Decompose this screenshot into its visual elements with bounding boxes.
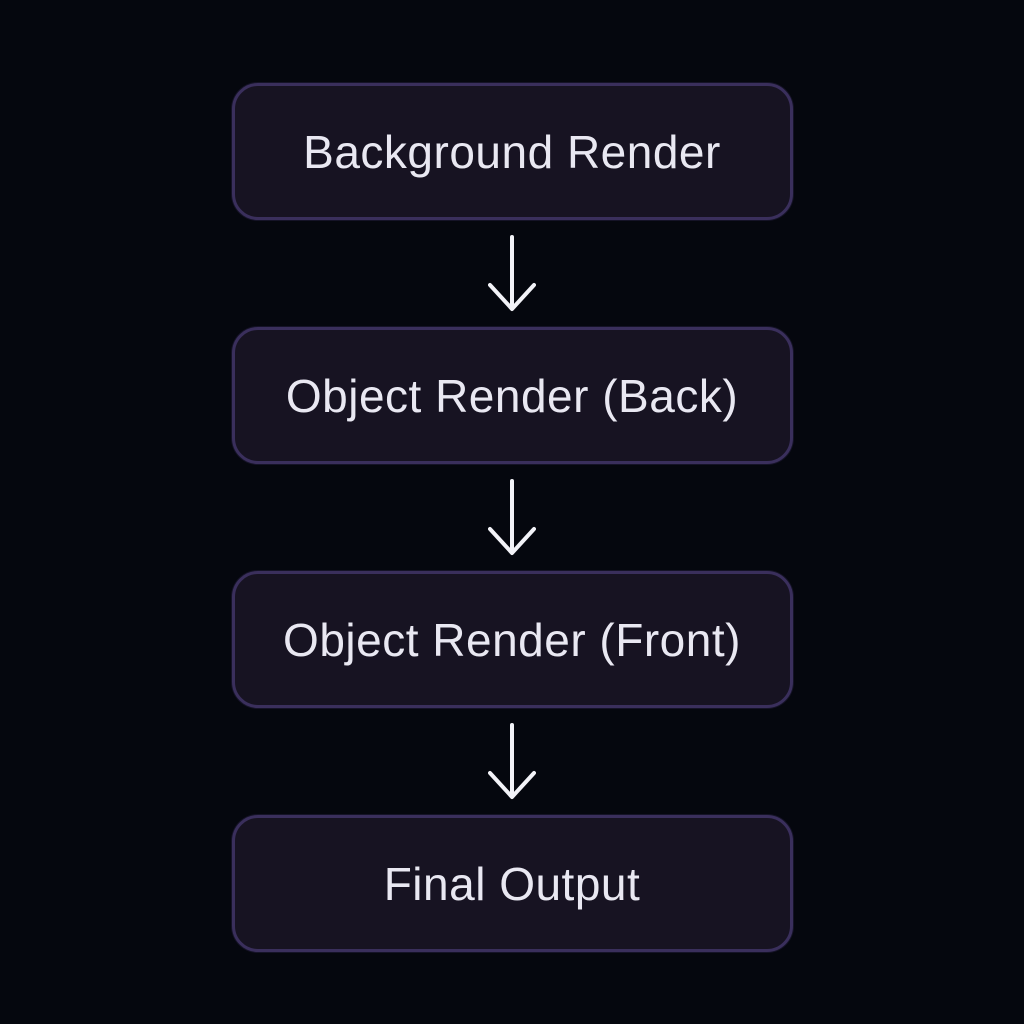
flow-node-label: Background Render bbox=[303, 125, 721, 178]
render-pipeline-flowchart: Background Render Object Render (Back) O… bbox=[231, 0, 793, 1024]
flow-edge-1 bbox=[488, 220, 536, 327]
flow-node-label: Object Render (Front) bbox=[283, 613, 741, 666]
down-arrow-icon bbox=[488, 234, 536, 311]
flow-node-label: Final Output bbox=[383, 857, 641, 910]
flow-node-background-render: Background Render bbox=[231, 83, 793, 220]
flow-node-final-output: Final Output bbox=[231, 815, 793, 952]
flow-edge-3 bbox=[488, 708, 536, 815]
flow-node-label: Object Render (Back) bbox=[285, 369, 739, 422]
down-arrow-icon bbox=[488, 478, 536, 555]
flow-edge-2 bbox=[488, 464, 536, 571]
down-arrow-icon bbox=[488, 722, 536, 799]
flow-node-object-render-back: Object Render (Back) bbox=[231, 327, 793, 464]
flow-node-object-render-front: Object Render (Front) bbox=[231, 571, 793, 708]
